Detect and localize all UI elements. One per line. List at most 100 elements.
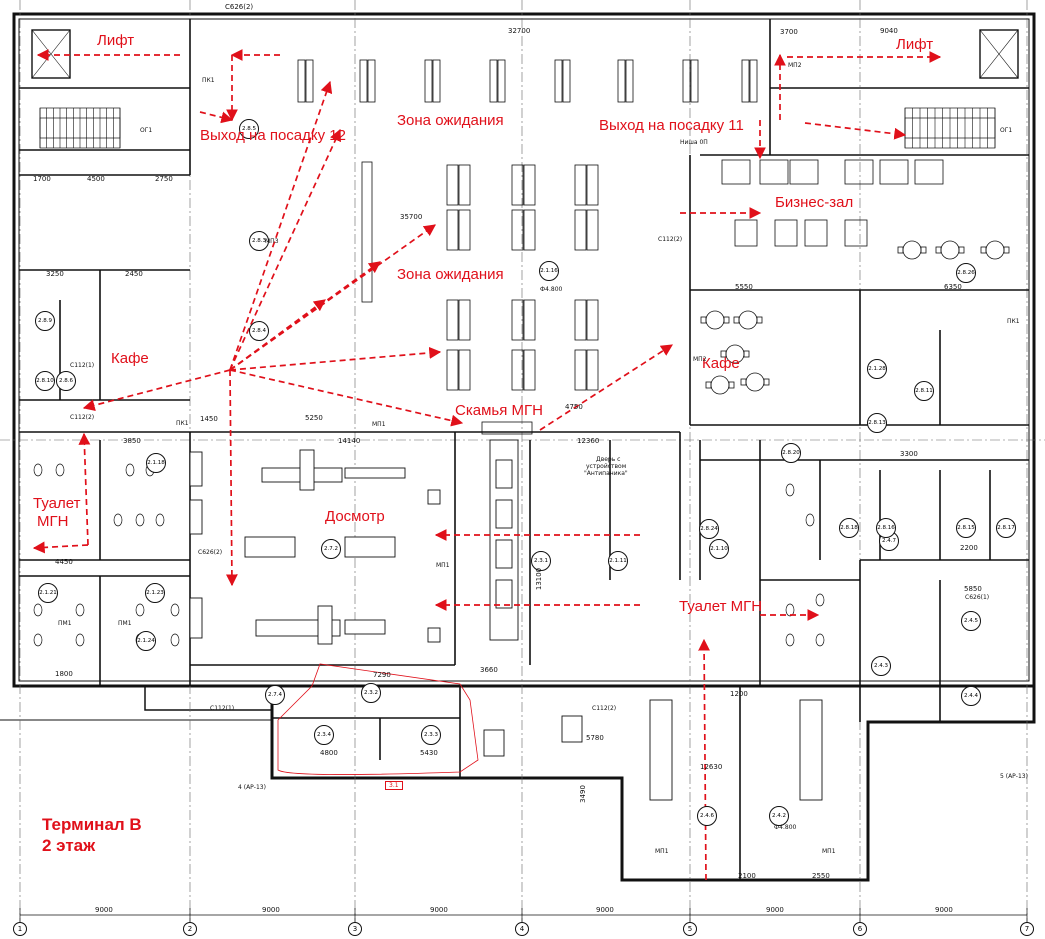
bench-row	[497, 59, 506, 103]
bench-block	[446, 209, 459, 251]
toilet-fixture	[170, 603, 180, 617]
toilet-fixture	[785, 483, 795, 497]
span-3: 9000	[430, 906, 448, 914]
dim-3660: 3660	[480, 666, 498, 674]
span-6: 9000	[935, 906, 953, 914]
room-marker: 2.8.15	[956, 518, 976, 538]
cafe-chair	[733, 316, 740, 324]
bench-row	[359, 59, 368, 103]
building-outline	[0, 12, 1036, 882]
dim-5850: 5850	[964, 585, 982, 593]
axis-2: 2	[183, 922, 197, 936]
axis-3: 3	[348, 922, 362, 936]
cafe-chair	[958, 246, 965, 254]
cafe-table	[985, 240, 1005, 260]
room-marker: 2.1.21	[38, 583, 58, 603]
cafe-table	[710, 375, 730, 395]
room-marker: 2.4.2	[769, 806, 789, 826]
bench-row	[690, 59, 699, 103]
bench-row	[367, 59, 376, 103]
room-marker: 2.4.5	[961, 611, 981, 631]
cafe-chair	[705, 381, 712, 389]
room-marker: 2.8.6	[56, 371, 76, 391]
bench-block	[458, 299, 471, 341]
room-marker: 2.4.4	[961, 686, 981, 706]
accessible-bench	[481, 421, 533, 435]
bench-block	[586, 349, 599, 391]
bench-row	[741, 59, 750, 103]
lounge-sofa	[879, 159, 909, 185]
lounge-sofa	[844, 159, 874, 185]
mark-mp1-c: МП1	[655, 848, 669, 855]
cafe-chair	[763, 378, 770, 386]
room-marker: 2.3.2	[361, 683, 381, 703]
toilet-fixture	[785, 633, 795, 647]
cafe-table	[705, 310, 725, 330]
dim-4800: 4800	[320, 749, 338, 757]
dim-top-1: С626(2)	[225, 3, 254, 11]
bench-block	[511, 299, 524, 341]
dim-14140: 14140	[338, 437, 361, 445]
dim-1450: 1450	[200, 415, 218, 423]
room-marker: 2.1.24	[136, 631, 156, 651]
mark-pm1-a: ПМ1	[58, 620, 72, 627]
axis-6: 6	[853, 922, 867, 936]
cafe-chair	[740, 378, 747, 386]
span-4: 9000	[596, 906, 614, 914]
room-marker: 2.8.20	[781, 443, 801, 463]
room-marker: 2.7.4	[265, 685, 285, 705]
axis-5: 5	[683, 922, 697, 936]
bench-block	[446, 349, 459, 391]
label-accessible-bench: Скамья МГН	[455, 402, 543, 419]
screening-equipment	[189, 439, 823, 801]
room-marker: 2.8.24	[699, 519, 719, 539]
dim-5250: 5250	[305, 414, 323, 422]
mark-mp2-b: МП2	[693, 356, 707, 363]
toilet-fixture	[113, 513, 123, 527]
toilet-fixture	[125, 463, 135, 477]
mark-c626-1: С626(1)	[965, 594, 990, 601]
title-line-1: Терминал В	[42, 815, 142, 834]
toilet-fixture	[33, 633, 43, 647]
toilet-fixture	[33, 463, 43, 477]
label-exit-gate-12: Выход на посадку 12	[200, 127, 346, 144]
dim-2450: 2450	[125, 270, 143, 278]
dim-4450: 4450	[55, 558, 73, 566]
mark-c626-2: С626(2)	[198, 549, 223, 556]
bench-row	[489, 59, 498, 103]
room-marker: 2.1.28	[867, 359, 887, 379]
toilet-fixture	[785, 603, 795, 617]
bench-block	[523, 164, 536, 206]
room-marker: 2.8.18	[839, 518, 859, 538]
lounge-sofa	[721, 159, 751, 185]
bench-block	[574, 209, 587, 251]
room-marker: 2.8.16	[876, 518, 896, 538]
label-lift-left: Лифт	[97, 32, 135, 49]
label-waiting-zone-top: Зона ожидания	[397, 112, 504, 129]
cafe-chair	[743, 350, 750, 358]
mark-mp1-a: МП1	[372, 421, 386, 428]
mark-pk1-a: ПК1	[202, 77, 215, 84]
toilet-fixture	[815, 593, 825, 607]
room-marker: 2.3.1	[531, 551, 551, 571]
lounge-sofa	[789, 159, 819, 185]
room-marker: 2.8.17	[996, 518, 1016, 538]
room-marker: 2.1.10	[709, 539, 729, 559]
cafe-chair	[720, 350, 727, 358]
dim-7290: 7290	[373, 671, 391, 679]
cafe-chair	[935, 246, 942, 254]
label-accessible-toilet-left-2: МГН	[37, 513, 69, 530]
mark-pk1-c: ПК1	[1007, 318, 1020, 325]
room-marker: 2.4.3	[871, 656, 891, 676]
bench-row	[297, 59, 306, 103]
cafe-chair	[897, 246, 904, 254]
mark-c112-1-b: С112(1)	[210, 705, 235, 712]
mark-31: 3.1	[385, 781, 403, 790]
dim-3250: 3250	[46, 270, 64, 278]
dim-3850: 3850	[123, 437, 141, 445]
span-5: 9000	[766, 906, 784, 914]
bench-block	[523, 349, 536, 391]
toilet-fixture	[135, 603, 145, 617]
room-marker: 2.1.11	[608, 551, 628, 571]
